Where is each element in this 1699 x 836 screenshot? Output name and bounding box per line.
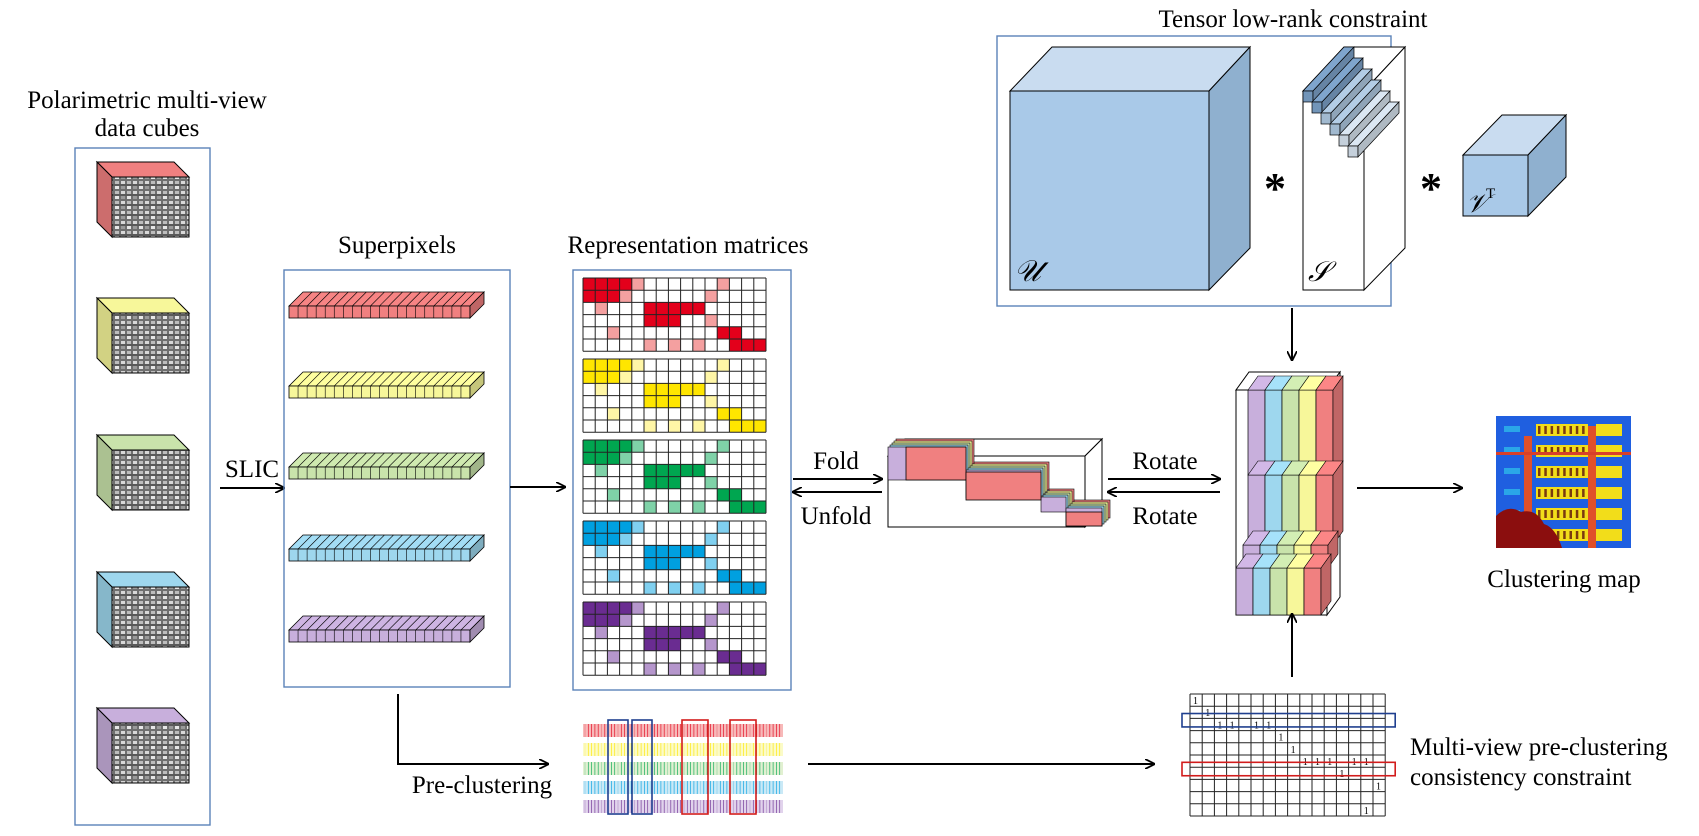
pre-clustering-arrow: [397, 694, 548, 764]
representation-matrix-5: [582, 601, 767, 676]
rotated-tensor: [1235, 370, 1344, 617]
pre-clustering-strip-5: [583, 800, 783, 813]
superpixel-bar-3: [288, 452, 485, 480]
s-diag-block-6: [1347, 101, 1400, 158]
representation-matrix-1: [582, 277, 767, 352]
pre-clustering-label: Pre-clustering: [412, 772, 553, 799]
tensor-s-diagonal: [1301, 45, 1407, 292]
clustering-map-image: [1496, 416, 1631, 548]
superpixels-frame: [283, 269, 511, 688]
pre-clustering-highlight-3: [681, 719, 709, 815]
data-cube-3: [95, 433, 191, 512]
data-cube-4: [95, 570, 191, 649]
multiply-symbol-1: *: [1264, 164, 1286, 213]
folded-front-2: [965, 471, 1042, 501]
pre-clustering-strips: [583, 719, 783, 815]
rotate-top-label: Rotate: [1132, 448, 1197, 475]
representation-matrix-2: [582, 358, 767, 433]
fold-label: Fold: [813, 448, 859, 475]
data-cube-2: [95, 296, 191, 375]
rotate-bottom-label: Rotate: [1132, 503, 1197, 530]
consistency-one-3: 1: [1217, 720, 1222, 731]
consistency-one-8: 1: [1291, 745, 1296, 756]
consistency-label-line1: Multi-view pre-clustering: [1410, 734, 1668, 761]
tensor-u-cube: [1008, 45, 1252, 292]
slic-label: SLIC: [225, 456, 279, 483]
unfold-label: Unfold: [801, 503, 872, 530]
consistency-one-7: 1: [1278, 733, 1283, 744]
folded-block-3: [1040, 488, 1075, 513]
folded-front-3: [1065, 511, 1103, 527]
data-cubes-group: [95, 160, 191, 785]
consistency-label-line2: consistency constraint: [1410, 764, 1632, 791]
folded-tensor: [886, 437, 1111, 529]
superpixel-bar-4: [288, 534, 485, 562]
representation-matrix-4: [582, 520, 767, 595]
consistency-one-12: 1: [1339, 769, 1344, 780]
pre-clustering-highlight-1: [607, 719, 629, 815]
rotated-segment-2: [1247, 460, 1344, 546]
pre-clustering-highlight-4: [729, 719, 757, 815]
rotated-segment-4: [1235, 553, 1332, 616]
pre-clustering-strip-2: [583, 743, 783, 756]
superpixels-title: Superpixels: [338, 232, 456, 259]
consistency-highlight-blue: [1181, 712, 1396, 728]
folded-front-1: [905, 446, 967, 481]
consistency-one-5: 1: [1254, 720, 1259, 731]
consistency-highlight-red: [1181, 761, 1396, 777]
representation-matrix-3: [582, 439, 767, 514]
s-diag-block-1: [1302, 46, 1355, 103]
data-cubes-frame: [74, 147, 211, 826]
representation-matrices-group: [582, 277, 767, 676]
map-tree-region: [1496, 508, 1562, 548]
data-cube-1: [95, 160, 191, 239]
tensor-v-transpose: T: [1486, 186, 1495, 202]
tensor-v-cube: [1461, 113, 1568, 218]
consistency-one-4: 1: [1230, 720, 1235, 731]
pre-clustering-strip-4: [583, 781, 783, 794]
pre-clustering-strip-1: [583, 724, 783, 737]
s-diag-block-2: [1311, 57, 1364, 114]
pre-clustering-strip-3: [583, 762, 783, 775]
tensor-constraint-title: Tensor low-rank constraint: [1158, 6, 1427, 33]
superpixel-bar-2: [288, 371, 485, 399]
clustering-map-label: Clustering map: [1487, 566, 1640, 593]
pre-clustering-highlight-2: [631, 719, 653, 815]
superpixel-bars-group: [288, 291, 485, 643]
representation-matrices-title: Representation matrices: [568, 232, 809, 259]
data-cube-5: [95, 706, 191, 785]
consistency-one-1: 1: [1193, 696, 1198, 707]
data-cubes-title-line2: data cubes: [95, 115, 200, 142]
s-diag-block-4: [1329, 79, 1382, 136]
data-cubes-title-line1: Polarimetric multi-view: [27, 87, 267, 114]
superpixel-bar-1: [288, 291, 485, 319]
map-pillar: [1588, 426, 1596, 548]
rotated-segment-1: [1247, 375, 1344, 476]
superpixel-bar-5: [288, 615, 485, 643]
consistency-one-15: 1: [1376, 781, 1381, 792]
multiply-symbol-2: *: [1420, 164, 1442, 213]
consistency-one-6: 1: [1266, 720, 1271, 731]
representation-matrices-frame: [572, 269, 792, 691]
consistency-one-16: 1: [1364, 806, 1369, 817]
